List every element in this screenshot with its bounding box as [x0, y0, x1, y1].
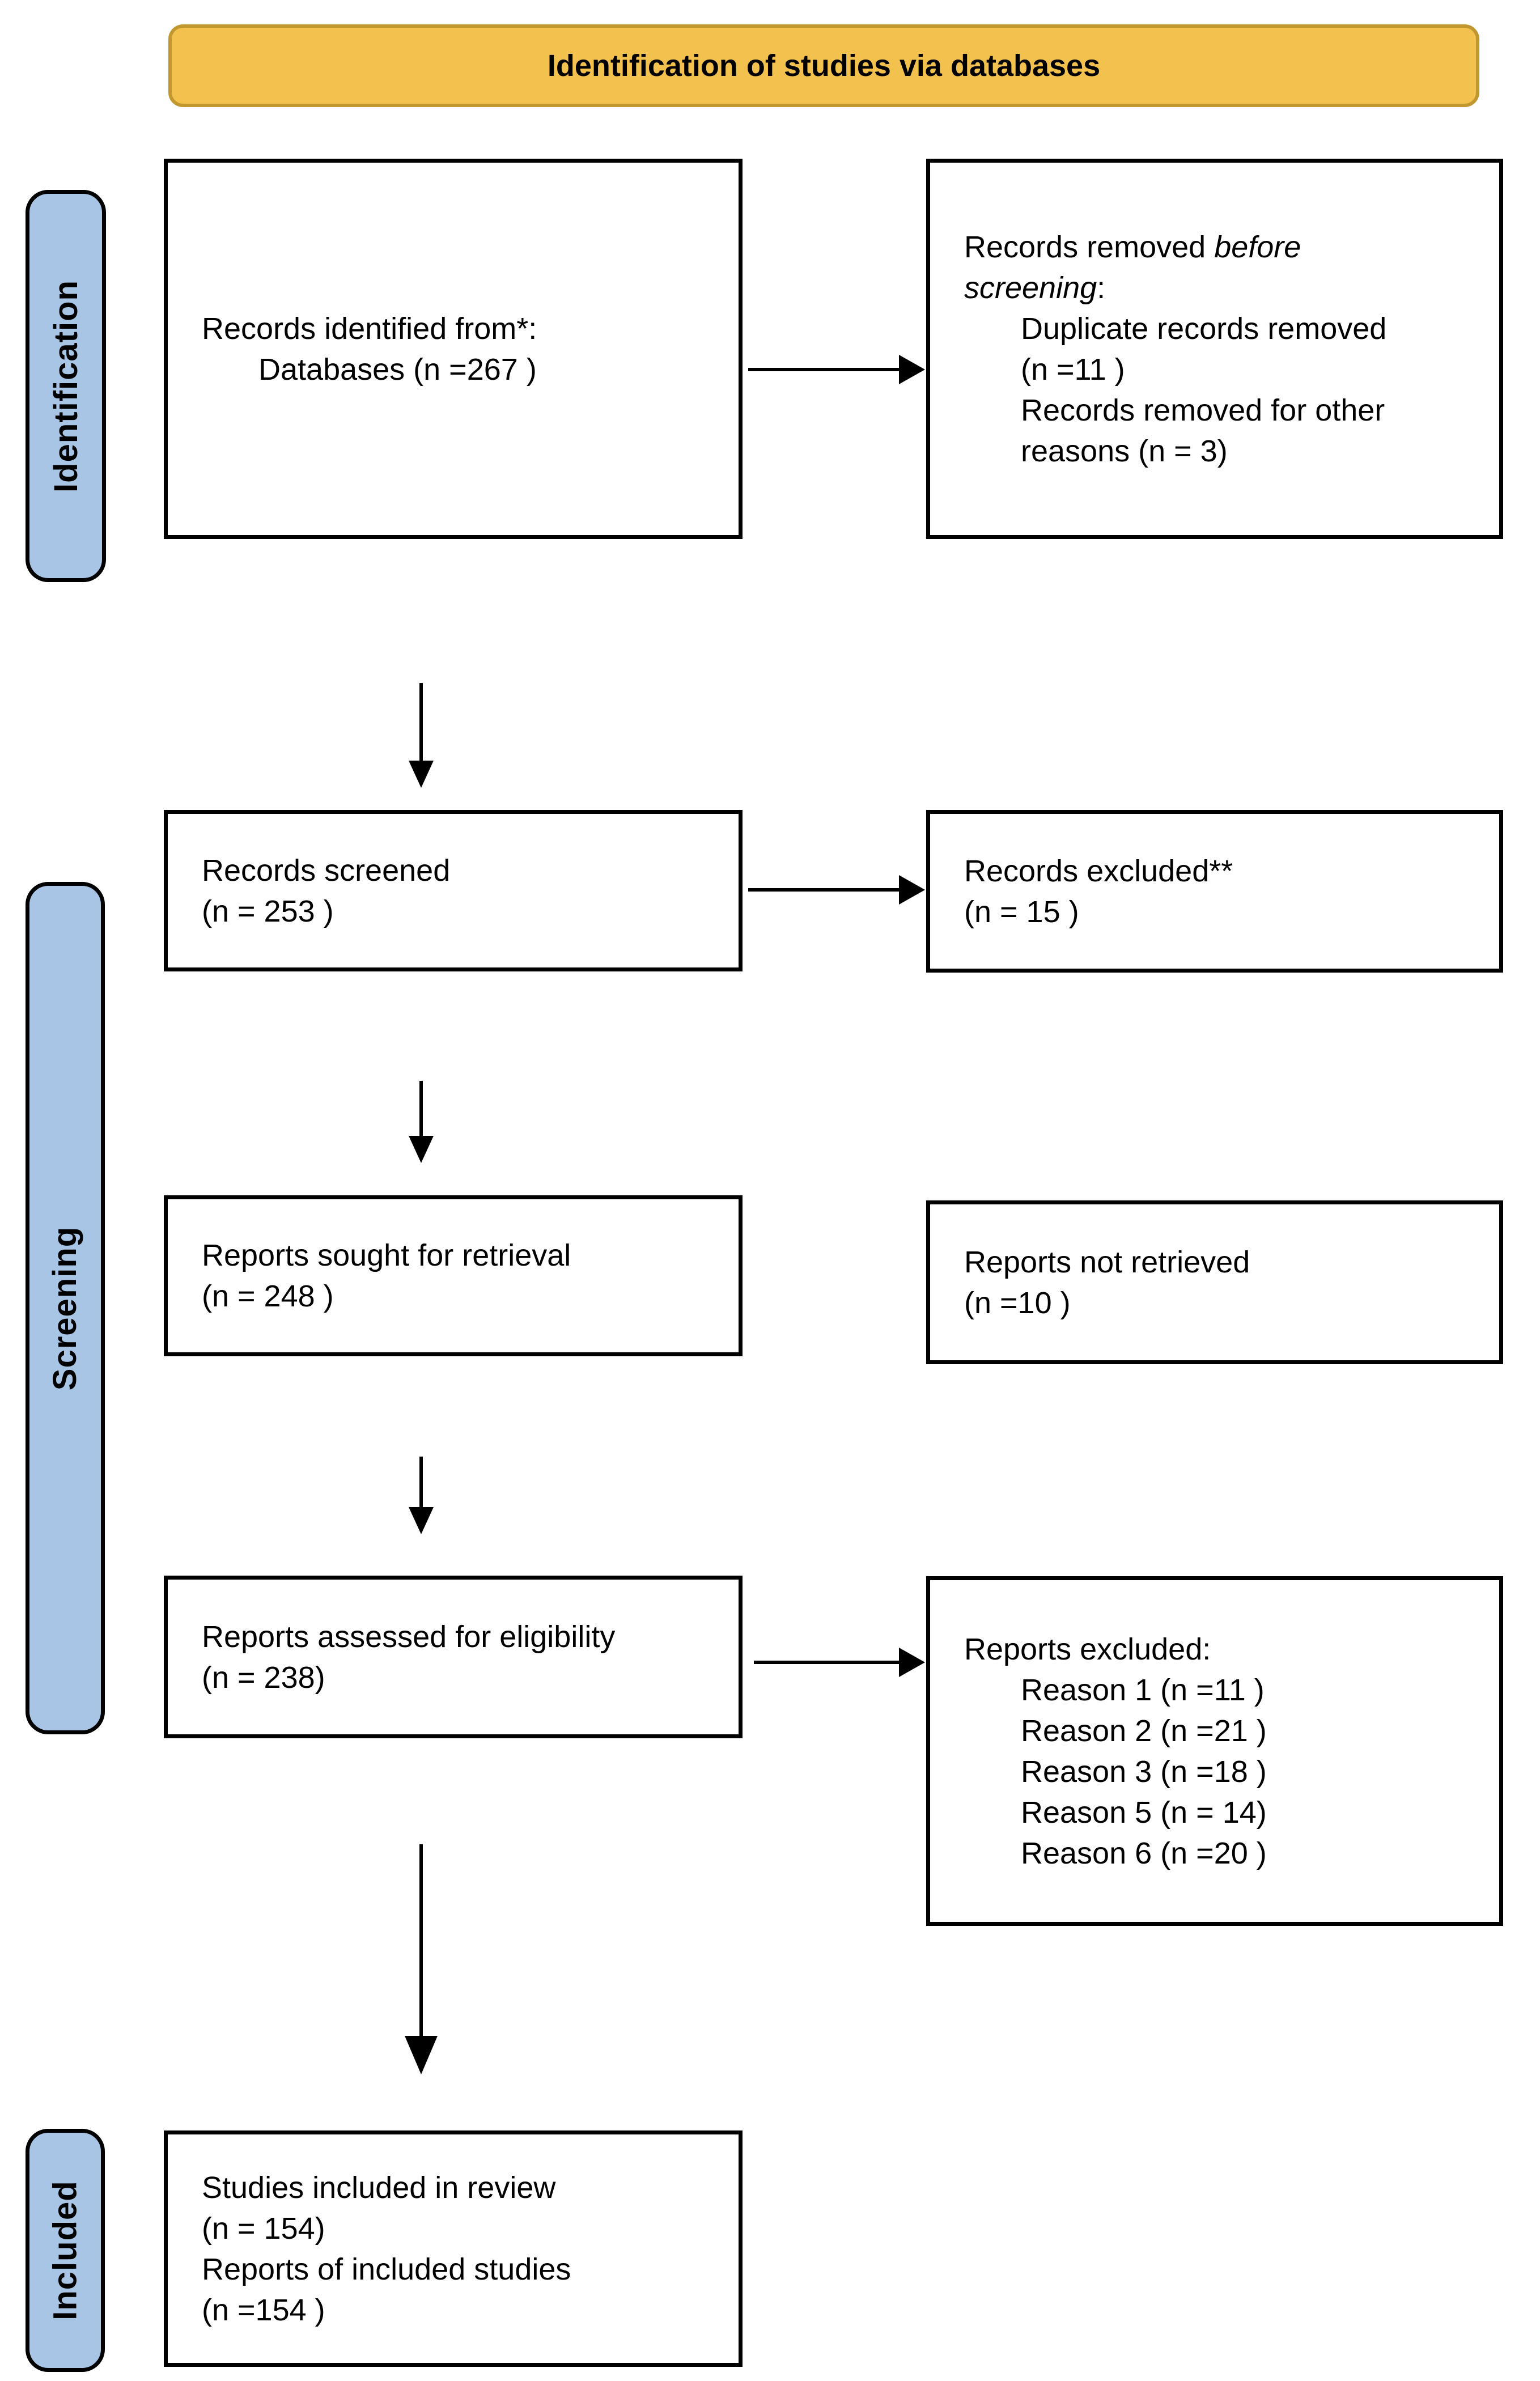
- box-reports-not-retrieved: Reports not retrieved (n =10 ): [926, 1200, 1503, 1364]
- box-reports-assessed: Reports assessed for eligibility (n = 23…: [164, 1576, 743, 1738]
- reports-excluded-reason: Reason 5 (n = 14): [1021, 1795, 1267, 1830]
- studies-included-line1: Studies included in review: [202, 2170, 556, 2205]
- reports-assessed-line1: Reports assessed for eligibility: [202, 1619, 616, 1654]
- reports-sought-line1: Reports sought for retrieval: [202, 1238, 571, 1272]
- records-identified-line2: Databases (n =267 ): [258, 352, 537, 387]
- reports-excluded-reason: Reason 3 (n =18 ): [1021, 1754, 1267, 1789]
- records-excluded-line2: (n = 15 ): [964, 894, 1079, 929]
- box-records-removed-before-screening: Records removed before screening: Duplic…: [926, 159, 1503, 539]
- box-studies-included: Studies included in review (n = 154) Rep…: [164, 2130, 743, 2367]
- records-screened-line2: (n = 253 ): [202, 894, 334, 928]
- records-excluded-line1: Records excluded**: [964, 854, 1233, 888]
- reports-sought-line2: (n = 248 ): [202, 1279, 334, 1313]
- records-removed-item-line: reasons (n = 3): [1021, 434, 1228, 468]
- stage-label-screening: Screening: [26, 882, 105, 1734]
- banner-identification-via-databases: Identification of studies via databases: [168, 24, 1479, 107]
- records-removed-intro-line2: screening:: [964, 270, 1106, 305]
- records-removed-intro-line1: Records removed before: [964, 230, 1301, 264]
- box-reports-sought: Reports sought for retrieval (n = 248 ): [164, 1195, 743, 1356]
- reports-not-retrieved-line2: (n =10 ): [964, 1285, 1071, 1320]
- records-screened-line1: Records screened: [202, 853, 451, 888]
- records-removed-item-line: (n =11 ): [1021, 352, 1125, 387]
- box-records-identified: Records identified from*: Databases (n =…: [164, 159, 743, 539]
- reports-not-retrieved-line1: Reports not retrieved: [964, 1245, 1250, 1279]
- stage-label-included: Included: [26, 2129, 105, 2372]
- studies-included-line2: (n = 154): [202, 2211, 325, 2246]
- stage-label-screening-text: Screening: [46, 1226, 84, 1390]
- stage-label-identification: Identification: [26, 190, 106, 582]
- records-removed-item-line: Records removed for other: [1021, 393, 1385, 427]
- stage-label-included-text: Included: [46, 2180, 84, 2320]
- records-removed-item-line: Duplicate records removed: [1021, 311, 1387, 346]
- box-reports-excluded: Reports excluded: Reason 1 (n =11 ) Reas…: [926, 1576, 1503, 1926]
- records-identified-line1: Records identified from*:: [202, 311, 537, 346]
- box-records-excluded: Records excluded** (n = 15 ): [926, 810, 1503, 973]
- reports-excluded-title: Reports excluded:: [964, 1632, 1211, 1666]
- stage-label-identification-text: Identification: [47, 279, 84, 493]
- banner-title: Identification of studies via databases: [547, 49, 1101, 83]
- box-records-screened: Records screened (n = 253 ): [164, 810, 743, 971]
- reports-assessed-line2: (n = 238): [202, 1660, 325, 1695]
- reports-excluded-reason: Reason 1 (n =11 ): [1021, 1673, 1265, 1707]
- studies-included-line4: (n =154 ): [202, 2293, 325, 2327]
- studies-included-line3: Reports of included studies: [202, 2252, 571, 2286]
- reports-excluded-reason: Reason 2 (n =21 ): [1021, 1713, 1267, 1748]
- reports-excluded-reason: Reason 6 (n =20 ): [1021, 1836, 1267, 1870]
